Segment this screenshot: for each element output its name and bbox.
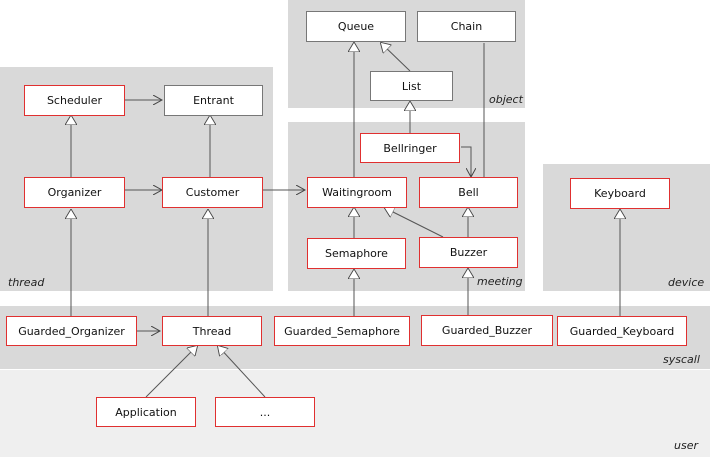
class-thread: Thread	[162, 316, 262, 346]
class-chain: Chain	[417, 11, 516, 42]
class-guarded-organizer: Guarded_Organizer	[6, 316, 137, 346]
zone-label-user: user	[674, 439, 698, 452]
class-ellipsis: ...	[215, 397, 315, 427]
class-customer: Customer	[162, 177, 263, 208]
zone-label-meeting: meeting	[477, 275, 523, 288]
class-entrant: Entrant	[164, 85, 263, 116]
zone-label-thread: thread	[8, 276, 45, 289]
class-keyboard: Keyboard	[570, 178, 670, 209]
class-guarded-keyboard: Guarded_Keyboard	[557, 316, 687, 346]
zone-label-object: object	[489, 93, 523, 106]
class-list: List	[370, 71, 453, 101]
class-guarded-buzzer: Guarded_Buzzer	[421, 315, 553, 346]
class-bell: Bell	[419, 177, 518, 208]
class-application: Application	[96, 397, 196, 427]
class-semaphore: Semaphore	[307, 238, 406, 269]
class-queue: Queue	[306, 11, 406, 42]
class-scheduler: Scheduler	[24, 85, 125, 116]
zone-label-syscall: syscall	[663, 353, 700, 366]
class-buzzer: Buzzer	[419, 237, 518, 268]
zone-label-device: device	[668, 276, 705, 289]
class-organizer: Organizer	[24, 177, 125, 208]
class-bellringer: Bellringer	[360, 133, 460, 163]
class-waitingroom: Waitingroom	[307, 177, 407, 208]
class-guarded-semaphore: Guarded_Semaphore	[274, 316, 410, 346]
